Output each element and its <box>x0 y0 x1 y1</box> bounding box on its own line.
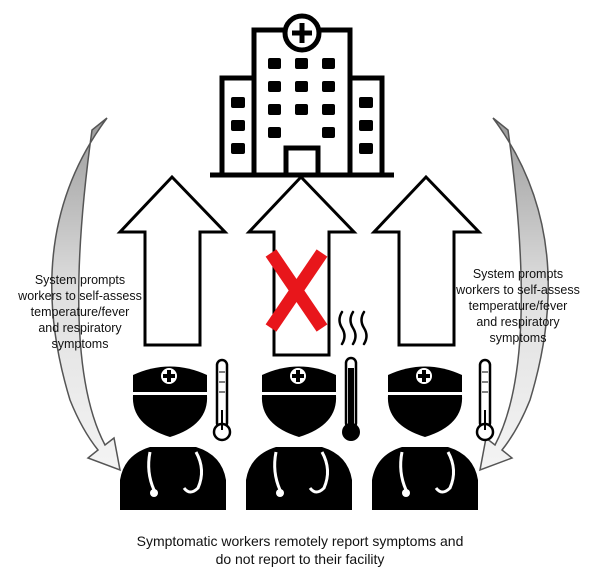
left-prompt-text: System prompts workers to self-assess te… <box>18 273 142 351</box>
red-x-icon <box>265 249 328 332</box>
hospital-windows <box>231 58 373 154</box>
hospital-icon <box>210 13 394 178</box>
doctor-icon <box>120 447 226 510</box>
heat-waves-icon <box>338 310 368 346</box>
thermometer-icon <box>212 358 232 442</box>
nurse-icon <box>261 366 337 437</box>
nurse-icon <box>132 366 208 437</box>
thermometer-icon <box>475 358 495 442</box>
up-arrow-icon <box>370 174 483 347</box>
doctor-icon <box>372 447 478 510</box>
up-arrow-icon <box>245 174 358 357</box>
doctor-icon <box>246 447 352 510</box>
up-arrow-icon <box>116 174 229 347</box>
caption-text: Symptomatic workers remotely report symp… <box>136 533 464 567</box>
curved-arrow-icon <box>51 117 121 472</box>
thermometer-icon <box>342 356 360 441</box>
right-prompt-text: System prompts workers to self-assess te… <box>456 267 580 345</box>
curved-arrow-icon <box>479 117 549 472</box>
nurse-icon <box>387 366 463 437</box>
